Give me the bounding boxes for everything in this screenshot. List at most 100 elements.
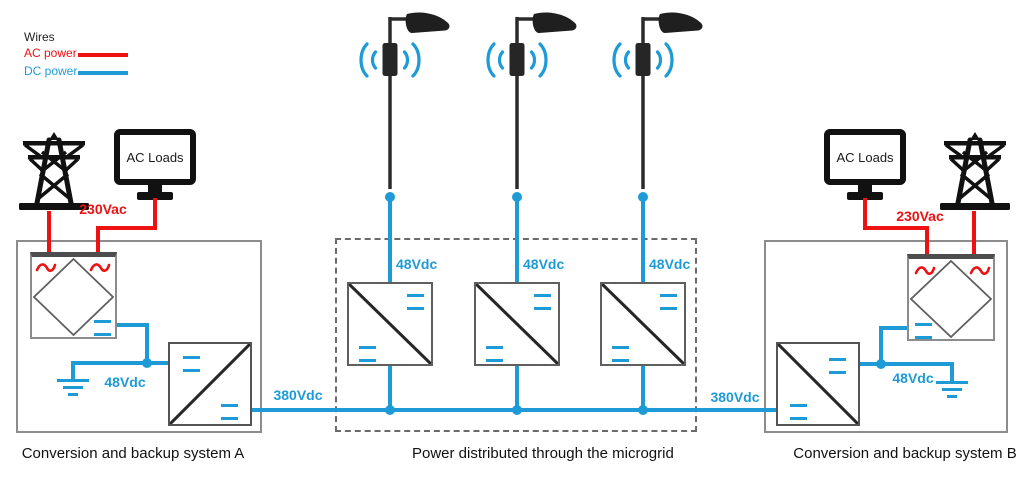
wire-ac-segment [925, 226, 929, 257]
wire-ac-segment [972, 211, 976, 257]
legend-title: Wires [24, 30, 55, 44]
voltage-label-48vdc: 48Vdc [649, 256, 691, 272]
system-a-enclosure [16, 240, 262, 433]
dc-symbol [660, 294, 677, 310]
ground-icon [63, 386, 83, 389]
legend-swatch-dc-power [78, 71, 128, 75]
dc-symbol [94, 320, 111, 336]
converter-diagonal [476, 284, 558, 364]
dc-symbol [486, 346, 503, 362]
junction-dot [638, 192, 648, 202]
ac-dc-converter [30, 252, 117, 339]
ac-loads-display: AC Loads [824, 129, 906, 200]
ground-icon [947, 395, 957, 398]
converter-diamond [909, 259, 993, 339]
dc-symbol [915, 323, 932, 339]
wire-dc-segment [388, 364, 392, 412]
wireless-signal-icon [612, 42, 674, 78]
converter-diagonal [778, 344, 858, 424]
ac-symbol [969, 266, 991, 275]
wire-dc-segment [515, 195, 519, 284]
junction-dot [512, 192, 522, 202]
wire-ac-segment [863, 198, 867, 230]
transmission-tower-icon [940, 132, 1010, 210]
voltage-label-230vac: 230Vac [896, 208, 944, 224]
wire-dc-segment [879, 326, 912, 330]
monitor-neck [148, 185, 162, 192]
voltage-label-48vdc: 48Vdc [892, 370, 934, 386]
wire-ac-segment [863, 226, 929, 230]
junction-dot [876, 359, 886, 369]
transmission-tower-icon [19, 132, 89, 210]
junction-dot [385, 405, 395, 415]
ac-loads-display: AC Loads [114, 129, 196, 200]
dc-symbol [359, 346, 376, 362]
ac-dc-converter [907, 254, 995, 341]
voltage-label-48vdc: 48Vdc [104, 374, 146, 390]
dc-symbol [534, 294, 551, 310]
wire-dc-segment [858, 362, 954, 366]
ground-icon [936, 381, 968, 384]
voltage-label-48vdc: 48Vdc [523, 256, 565, 272]
legend-label-dc-power: DC power [24, 64, 78, 78]
wireless-signal-icon [486, 42, 548, 78]
legend-label-ac-power: AC power [24, 46, 77, 60]
ground-icon [950, 364, 954, 381]
ground-icon [57, 379, 89, 382]
junction-dot [385, 192, 395, 202]
voltage-label-48vdc: 48Vdc [396, 256, 438, 272]
ac-loads-screen-label: AC Loads [114, 129, 196, 185]
wire-dc-segment [641, 195, 645, 284]
wire-dc-segment [515, 364, 519, 412]
caption-microgrid: Power distributed through the microgrid [412, 445, 674, 462]
monitor-neck [858, 185, 872, 192]
wire-dc-segment [71, 361, 170, 365]
ground-icon [71, 363, 75, 379]
ground-icon [68, 393, 78, 396]
ac-loads-screen-label: AC Loads [824, 129, 906, 185]
wire-dc-segment [115, 323, 149, 327]
dc-dc-converter [474, 282, 560, 366]
dc-symbol [183, 356, 200, 372]
dc-dc-converter [600, 282, 686, 366]
converter-diagonal [170, 344, 250, 424]
dc-dc-converter [347, 282, 433, 366]
dc-symbol [790, 404, 807, 420]
legend-swatch-ac-power [78, 53, 128, 57]
wire-ac-segment [96, 226, 100, 256]
monitor-base [847, 192, 883, 200]
dc-symbol [407, 294, 424, 310]
system-b-enclosure [764, 240, 1008, 433]
junction-dot [512, 405, 522, 415]
voltage-label-230vac: 230Vac [79, 201, 127, 217]
dc-symbol [612, 346, 629, 362]
junction-dot [638, 405, 648, 415]
wire-dc-segment [879, 326, 883, 366]
wire-ac-segment [96, 226, 157, 230]
caption-system-b: Conversion and backup system B [793, 445, 1017, 462]
ground-icon [942, 388, 962, 391]
voltage-label-380vdc: 380Vdc [273, 387, 323, 403]
dc-symbol [221, 404, 238, 420]
wire-ac-segment [153, 198, 157, 230]
dc-symbol [829, 358, 846, 374]
wire-dc-segment [145, 323, 149, 365]
dc-dc-converter [776, 342, 860, 426]
wire-dc-segment [388, 195, 392, 284]
streetlight-icon [359, 12, 450, 189]
converter-diagonal [349, 284, 431, 364]
dc-dc-converter [168, 342, 252, 426]
converter-diamond [32, 257, 115, 337]
wireless-signal-icon [359, 42, 421, 78]
monitor-base [137, 192, 173, 200]
caption-system-a: Conversion and backup system A [21, 445, 245, 462]
ac-symbol [35, 263, 57, 272]
converter-diagonal [602, 284, 684, 364]
streetlight-icon [486, 12, 577, 189]
junction-dot [142, 358, 152, 368]
streetlight-icon [612, 12, 703, 189]
ac-symbol [914, 266, 936, 275]
wire-ac-segment [47, 211, 51, 254]
voltage-label-380vdc: 380Vdc [710, 389, 760, 405]
